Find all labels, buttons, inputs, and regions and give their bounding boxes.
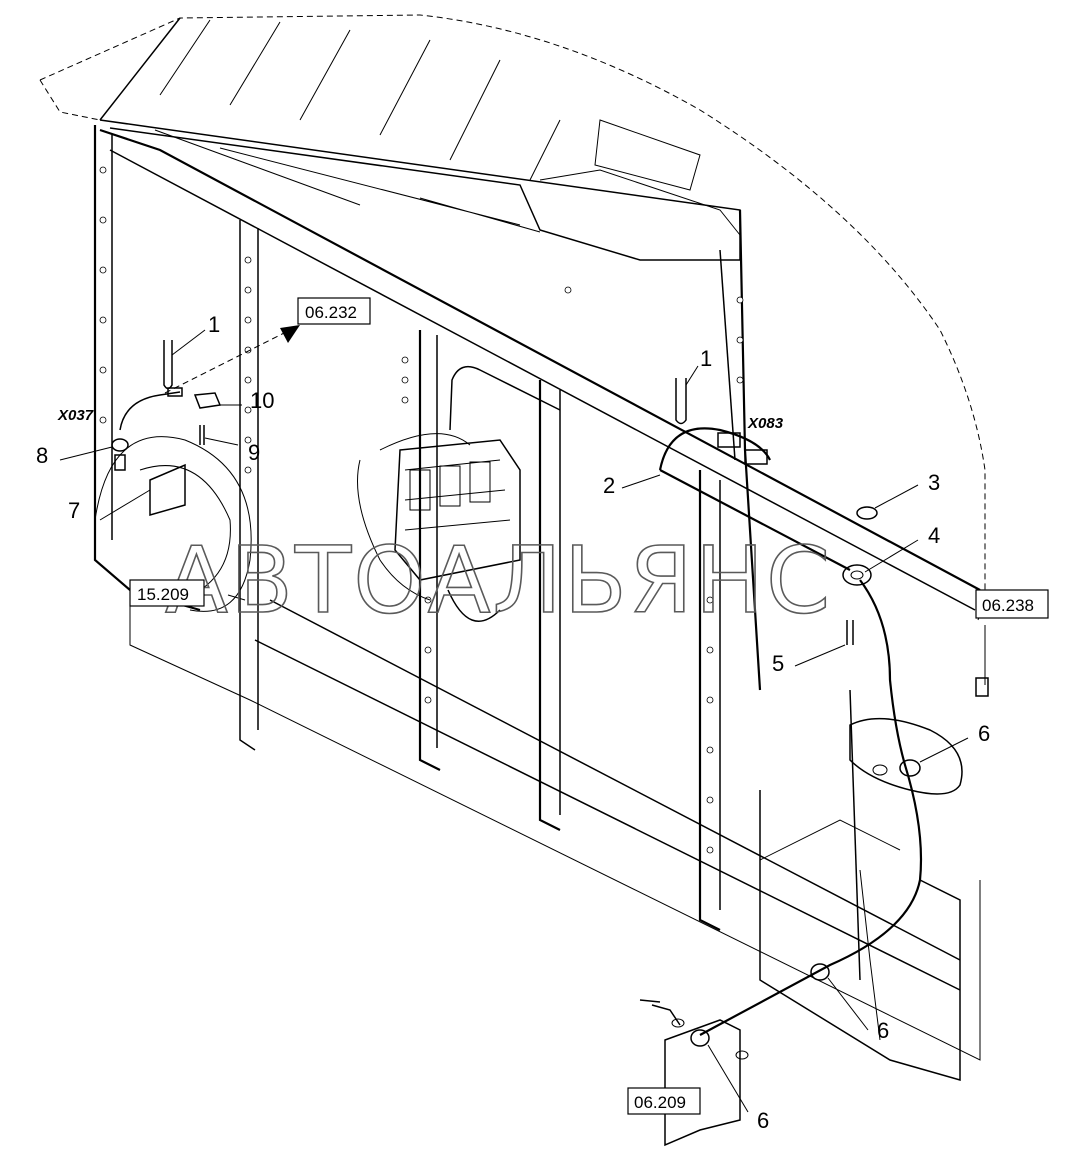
clamp-bracket-upper	[849, 717, 963, 795]
hood-outline	[39, 14, 986, 600]
ref-arrow-head	[280, 325, 300, 343]
label-5: 5	[772, 651, 784, 676]
ref-box-06-209: 06.209	[627, 1087, 701, 1115]
label-6-a: 6	[978, 721, 990, 746]
u-bolt-right	[675, 378, 687, 425]
label-2: 2	[603, 473, 615, 498]
x037-harness	[111, 387, 186, 516]
lower-right-panel	[759, 790, 961, 1081]
connector-plug-right	[975, 677, 989, 697]
label-6-b: 6	[877, 1018, 889, 1043]
label-9: 9	[248, 440, 260, 465]
frame-holes	[99, 166, 744, 854]
label-6-c: 6	[757, 1108, 769, 1133]
ref-box-06-232: 06.232	[297, 297, 371, 325]
connector-x037: X037	[57, 407, 94, 424]
label-3: 3	[928, 470, 940, 495]
ref-arrow-line	[164, 329, 291, 394]
clip-item-10	[193, 392, 222, 445]
ref-06-209: 06.209	[634, 1093, 686, 1112]
cable-assembly	[658, 427, 923, 1036]
leader-lines	[59, 329, 986, 1113]
hood-rear-edge	[39, 79, 101, 121]
label-8: 8	[36, 443, 48, 468]
hydraulic-hose	[447, 365, 561, 622]
watermark: АВТОАЛЬЯНС	[165, 527, 832, 634]
label-1-right: 1	[700, 346, 712, 371]
ref-15-209: 15.209	[137, 585, 189, 604]
ref-06-232: 06.232	[305, 303, 357, 322]
valve-block	[357, 433, 521, 601]
label-1-left: 1	[208, 312, 220, 337]
left-housing	[94, 436, 252, 612]
ref-box-06-238: 06.238	[975, 589, 1049, 619]
label-7: 7	[68, 498, 80, 523]
u-bolt-left	[163, 340, 173, 390]
bottom-bracket	[639, 963, 830, 1147]
sensor-assembly	[842, 506, 878, 645]
ref-06-238: 06.238	[982, 596, 1034, 615]
roof-panel	[99, 17, 741, 261]
connector-x083: X083	[747, 415, 784, 432]
label-4: 4	[928, 523, 940, 548]
main-frame	[93, 125, 981, 1061]
label-10: 10	[250, 388, 274, 413]
ref-box-15-209: 15.209	[129, 579, 205, 607]
